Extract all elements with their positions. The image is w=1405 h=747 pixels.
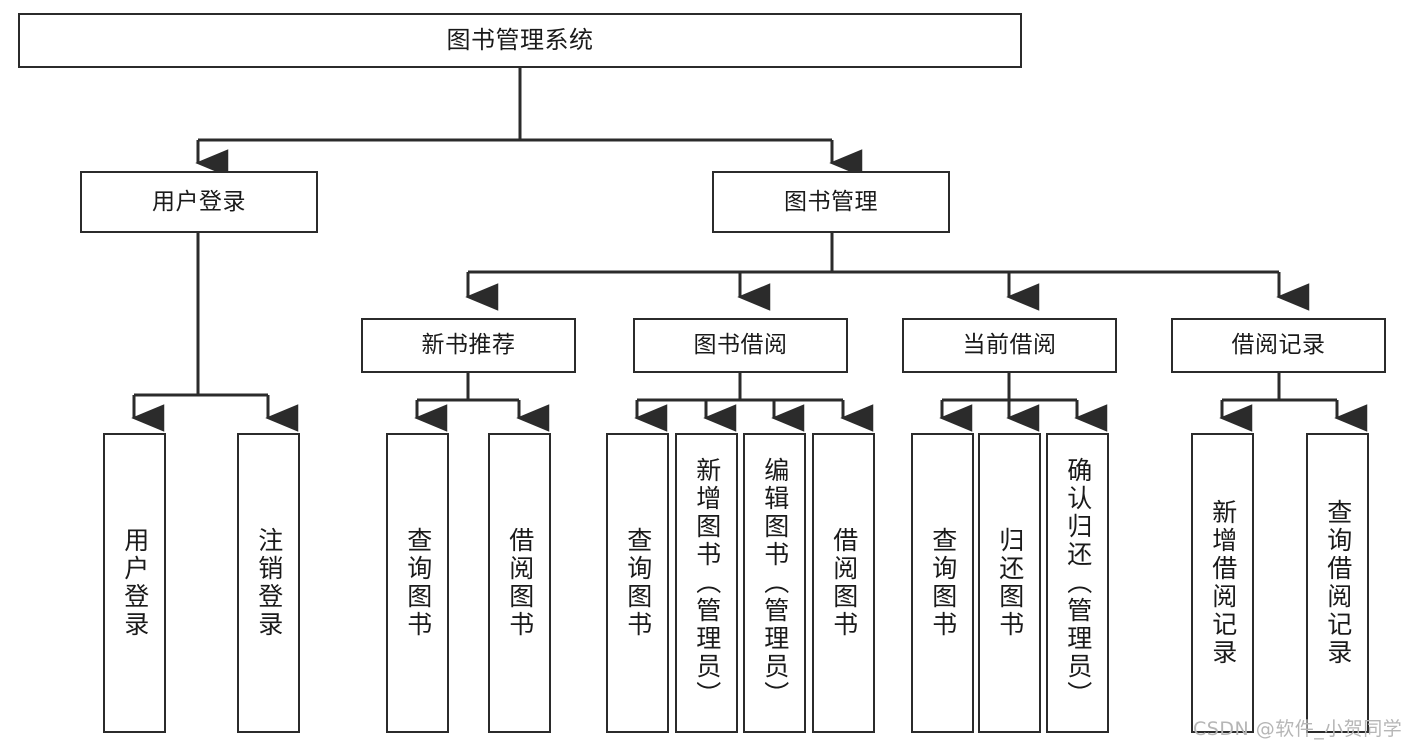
- node-label: 确认归还（管理员）: [1063, 457, 1093, 709]
- node-current-borrow[interactable]: 当前借阅: [902, 318, 1117, 373]
- node-label: 新增借阅记录: [1208, 499, 1238, 667]
- node-label: 图书借阅: [693, 332, 788, 359]
- node-root-system[interactable]: 图书管理系统: [18, 13, 1022, 68]
- leaf-query-book-recommend[interactable]: 查询图书: [386, 433, 449, 733]
- leaf-query-borrow-record[interactable]: 查询借阅记录: [1306, 433, 1369, 733]
- node-user-login[interactable]: 用户登录: [80, 171, 318, 233]
- leaf-edit-book-admin[interactable]: 编辑图书（管理员）: [743, 433, 806, 733]
- node-label: 查询图书: [623, 527, 653, 639]
- leaf-query-book-current[interactable]: 查询图书: [911, 433, 974, 733]
- node-label: 当前借阅: [962, 332, 1057, 359]
- node-label: 用户登录: [120, 527, 150, 639]
- leaf-add-book-admin[interactable]: 新增图书（管理员）: [675, 433, 738, 733]
- node-new-book-recommend[interactable]: 新书推荐: [361, 318, 576, 373]
- node-label: 图书管理: [784, 188, 878, 215]
- node-label: 新增图书（管理员）: [692, 457, 722, 709]
- leaf-confirm-return-admin[interactable]: 确认归还（管理员）: [1046, 433, 1109, 733]
- node-label: 图书管理系统: [446, 25, 594, 54]
- node-label: 编辑图书（管理员）: [760, 457, 790, 709]
- node-label: 查询借阅记录: [1323, 499, 1353, 667]
- node-label: 用户登录: [152, 188, 246, 215]
- node-label: 借阅图书: [505, 527, 535, 639]
- leaf-return-book[interactable]: 归还图书: [978, 433, 1041, 733]
- csdn-watermark: CSDN @软件_小贺同学: [1193, 718, 1403, 740]
- leaf-add-borrow-record[interactable]: 新增借阅记录: [1191, 433, 1254, 733]
- node-label: 借阅图书: [829, 527, 859, 639]
- leaf-query-book-borrow[interactable]: 查询图书: [606, 433, 669, 733]
- node-label: 查询图书: [403, 527, 433, 639]
- node-borrow-record[interactable]: 借阅记录: [1171, 318, 1386, 373]
- node-label: 查询图书: [928, 527, 958, 639]
- node-book-management[interactable]: 图书管理: [712, 171, 950, 233]
- node-label: 归还图书: [995, 527, 1025, 639]
- leaf-user-login[interactable]: 用户登录: [103, 433, 166, 733]
- node-label: 注销登录: [254, 527, 284, 639]
- node-label: 借阅记录: [1231, 332, 1326, 359]
- leaf-borrow-book[interactable]: 借阅图书: [812, 433, 875, 733]
- node-book-borrow[interactable]: 图书借阅: [633, 318, 848, 373]
- node-label: 新书推荐: [421, 332, 516, 359]
- leaf-borrow-book-recommend[interactable]: 借阅图书: [488, 433, 551, 733]
- leaf-logout[interactable]: 注销登录: [237, 433, 300, 733]
